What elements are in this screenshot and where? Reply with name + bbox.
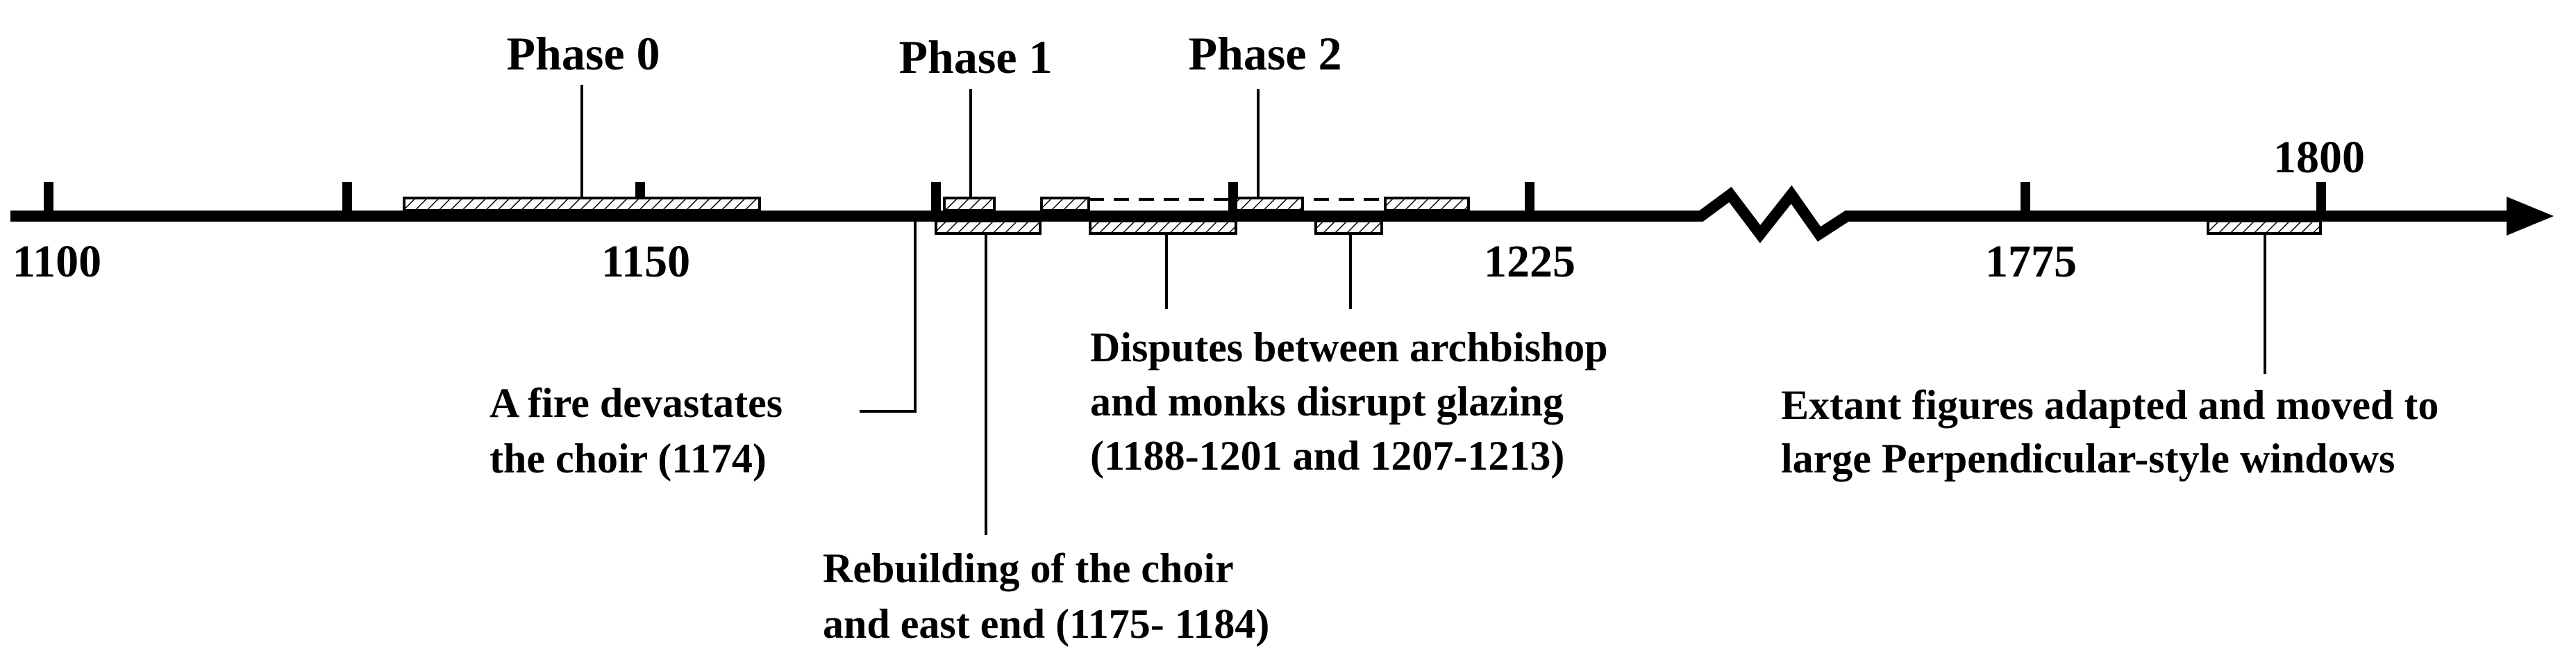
- tick-label-1150: 1150: [601, 236, 690, 287]
- period-bar-phase-1: [943, 197, 996, 212]
- rebuilding-annotation-line-1: Rebuilding of the choir: [823, 545, 1233, 591]
- disputes-annotation-line-3: (1188-1201 and 1207-1213): [1090, 433, 1564, 479]
- rebuilding-annotation: Rebuilding of the choir and east end (11…: [823, 545, 1269, 647]
- fire-leader: [860, 221, 917, 413]
- extant-annotation-line-1: Extant figures adapted and moved to: [1781, 382, 2439, 428]
- extant-annotation: Extant figures adapted and moved to larg…: [1781, 382, 2449, 481]
- tick-label-1800: 1800: [2273, 132, 2365, 183]
- tick-label-1100: 1100: [12, 236, 101, 287]
- disputes-annotation: Disputes between archbishop and monks di…: [1090, 324, 1619, 479]
- period-bar-phase-2a: [1040, 197, 1090, 212]
- timeline-axis: [10, 185, 2510, 244]
- fire-annotation: A fire devastates the choir (1174): [490, 380, 793, 481]
- phase-label-1: Phase 1: [899, 31, 1053, 83]
- disputes-annotation-line-2: and monks disrupt glazing: [1090, 379, 1564, 425]
- phase-label-0: Phase 0: [507, 27, 660, 80]
- fire-annotation-line-1: A fire devastates: [490, 380, 783, 426]
- extant-annotation-line-2: large Perpendicular-style windows: [1781, 436, 2395, 481]
- fire-annotation-line-2: the choir (1174): [490, 436, 767, 481]
- period-bar-dispute-1: [1089, 220, 1237, 235]
- period-bar-rebuilding: [935, 220, 1042, 235]
- period-bar-phase-0: [403, 197, 761, 212]
- disputes-annotation-line-1: Disputes between archbishop: [1090, 324, 1608, 370]
- tick-label-1775: 1775: [1985, 236, 2077, 287]
- period-bar-extant: [2207, 220, 2322, 235]
- rebuilding-annotation-line-2: and east end (1175- 1184): [823, 601, 1269, 647]
- tick-label-1225: 1225: [1484, 236, 1575, 287]
- phase-label-2: Phase 2: [1189, 27, 1342, 80]
- axis-arrowhead: [2507, 197, 2554, 236]
- period-bar-phase-2b: [1235, 197, 1304, 212]
- period-bar-dispute-2: [1314, 220, 1383, 235]
- period-bar-phase-2c: [1384, 197, 1470, 212]
